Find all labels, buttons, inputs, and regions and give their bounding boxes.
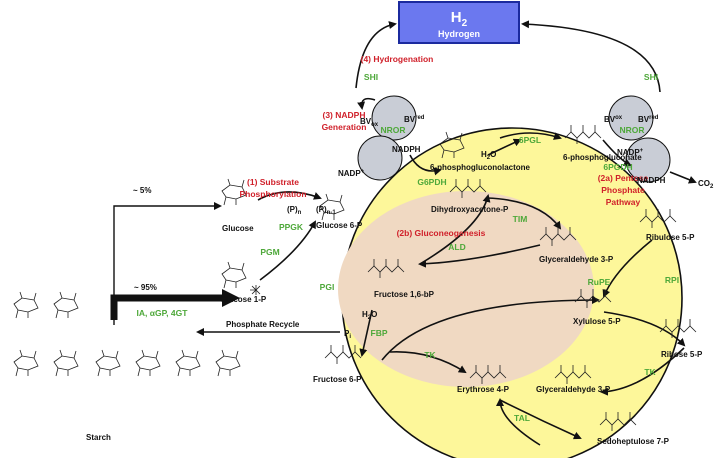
step-nadph-2: Generation (322, 122, 367, 132)
step-pentose-3: Pathway (606, 197, 641, 207)
bv-circle-left (371, 95, 417, 141)
label-glucose-1-p: Glucose 1-P (220, 295, 267, 304)
enzyme-rpi: RPI (665, 275, 679, 285)
nadp-right: NADP+ (617, 148, 644, 157)
label-glyceraldehyde-3-p-bottom: Glyceraldehyde 3-P (536, 385, 611, 394)
label-fructose-16-bp: Fructose 1,6-bP (374, 290, 435, 299)
arrow-dhap-ga3p (486, 197, 562, 230)
arrow-6pg-nadp (602, 139, 632, 166)
enzyme-rupe: RuPE (588, 277, 611, 287)
arrow-tal-up (496, 398, 541, 446)
svg-text:H2: H2 (451, 9, 468, 29)
arrow-left-to-h2 (355, 21, 397, 89)
label-dihydroxyacetone-p: Dihydroxyacetone-P (431, 205, 509, 214)
g1p-structure (221, 261, 247, 289)
h2o-fbp: H2O (362, 310, 377, 321)
arrow-tal (499, 399, 582, 440)
g1p-phosphate (249, 284, 261, 296)
arrow-tk-right (600, 347, 685, 396)
enzyme-6pgl: 6PGL (519, 135, 541, 145)
bv-ox-left: BVox (360, 117, 379, 128)
enzyme-tal: TAL (514, 413, 530, 423)
label-fructose-6-p: Fructose 6-P (313, 375, 362, 384)
flux-5-percent: ~ 5% (133, 186, 151, 195)
enzyme-nror-left: NROR (380, 125, 405, 135)
h2-subtitle: Hydrogen (438, 29, 480, 39)
arrow-ald (419, 194, 491, 265)
enzyme-ia: IA, αGP, 4GT (137, 308, 189, 318)
arrow-co2 (669, 171, 697, 184)
arrow-g1p-g6p (259, 220, 316, 281)
bv-ox-right: BVox (604, 115, 623, 124)
enzyme-ald: ALD (448, 242, 465, 252)
nadph-right: NADPH (637, 176, 666, 185)
step-substrate-2: Phosphorylation (239, 189, 306, 199)
enzyme-tk-mid: TK (424, 350, 436, 360)
label-erythrose-4-p: Erythrose 4-P (457, 385, 510, 394)
flux-95-percent: ~ 95% (134, 283, 157, 292)
arrow-starch-g1p (110, 294, 225, 320)
enzyme-tim: TIM (513, 214, 528, 224)
label-glucose: Glucose (222, 224, 254, 233)
step-substrate-1: (1) Substrate (247, 177, 299, 187)
pn: (P)n (287, 205, 302, 216)
arrow-nadph-g6pdh (409, 154, 442, 176)
label-6-phosphogluconolactone: 6-phosphogluconolactone (430, 163, 531, 172)
gluconeogenesis-region (338, 191, 594, 387)
nadph-left: NADPH (392, 145, 421, 154)
step-nadph-1: (3) NADPH (323, 110, 366, 120)
arrow-fbp-f6p (359, 309, 373, 357)
arrow-h2o-top (487, 138, 522, 156)
step-pentose-1: (2a) Pentose (598, 173, 649, 183)
starch-structure (13, 291, 241, 377)
h2-title: H (451, 9, 462, 26)
label-glyceraldehyde-3-p-top: Glyceraldehyde 3-P (539, 255, 614, 264)
enzyme-nror-right: NROR (619, 125, 644, 135)
step-hydrogenation: (4) Hydrogenation (361, 54, 434, 64)
pi: Pi (344, 329, 351, 340)
label-6-phosphogluconate: 6-phosphogluconate (563, 153, 642, 162)
label-sedoheptulose-7-p: Sedoheptulose 7-P (597, 437, 670, 446)
nadp-left: NADP+ (338, 169, 365, 178)
arrow-xu5p-s7p (603, 311, 686, 347)
arrow-ga3p-fbp (418, 244, 541, 268)
enzyme-pgm: PGM (260, 247, 279, 257)
label-xylulose-5-p: Xylulose 5-P (573, 317, 621, 326)
enzyme-g6pdh: G6PDH (417, 177, 446, 187)
label-glucose-6-p: Glucose 6-P (316, 221, 363, 230)
label-starch: Starch (86, 433, 111, 442)
step-pentose-2: Phosphate (601, 185, 645, 195)
bv-red-right: BVred (638, 115, 659, 124)
arrow-bv-left (357, 97, 376, 110)
co2: CO2 (698, 179, 714, 190)
enzyme-pgi: PGI (320, 282, 335, 292)
enzyme-fbp: FBP (371, 328, 388, 338)
arrow-right-to-h2 (521, 20, 661, 93)
pn1: (P)n-1 (316, 205, 336, 216)
h2-sub: 2 (462, 18, 468, 29)
arrow-starch-glucose (113, 202, 222, 325)
arrow-lactone-6pg (499, 132, 562, 140)
arrow-starch-g1p-head (222, 289, 240, 307)
bv-circle-right (608, 95, 654, 141)
enzyme-shi-left: SHI (364, 72, 378, 82)
enzyme-tk-right: TK (644, 367, 656, 377)
enzyme-6pgdh: 6PGDH (603, 162, 632, 172)
h2o-top: H2O (481, 150, 496, 161)
nadph-circle-left (357, 135, 403, 181)
hydrogen-box: H2 Hydrogen (398, 1, 520, 44)
arrow-tk-mid (381, 296, 600, 361)
label-ribulose-5-p: Ribulose 5-P (646, 233, 695, 242)
enzyme-shi-right: SHI (644, 72, 658, 82)
arrow-ru5p-xu5p (602, 239, 653, 298)
phosphate-recycle-label: Phosphate Recycle (226, 320, 300, 329)
enzyme-ppgk: PPGK (279, 222, 304, 232)
label-ribose-5-p: Ribose 5-P (661, 350, 703, 359)
bv-red-left: BVred (404, 115, 425, 124)
step-gluconeogenesis: (2b) Gluconeogenesis (397, 228, 486, 238)
arrow-tk-mid-2 (389, 351, 467, 374)
arrow-glucose-ppgk (257, 191, 322, 201)
